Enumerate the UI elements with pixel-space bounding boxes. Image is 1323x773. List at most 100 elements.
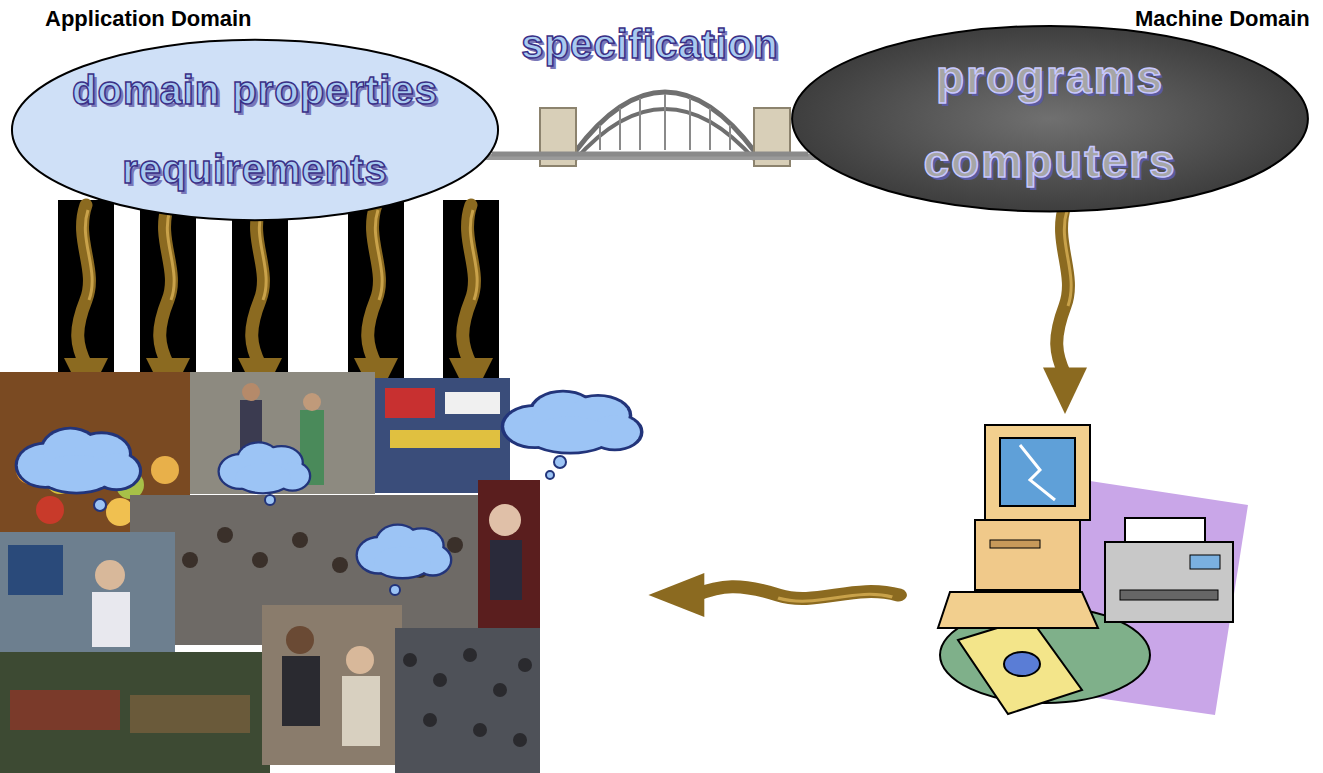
photo-collage <box>0 372 540 773</box>
thought-cloud <box>18 430 139 492</box>
computer-clipart <box>1120 590 1218 600</box>
photo-collage <box>262 605 402 765</box>
flow-arrow <box>1043 205 1087 414</box>
thought-cloud <box>546 471 554 479</box>
photo-collage <box>92 592 130 647</box>
photo-collage <box>0 652 270 773</box>
thought-cloud <box>220 444 309 493</box>
bridge <box>689 98 691 150</box>
computer-clipart <box>938 592 1098 628</box>
ellipse-text: domain properties <box>72 68 438 113</box>
computer-clipart <box>1105 542 1233 622</box>
thought-cloud <box>504 392 640 451</box>
bridge <box>600 94 730 150</box>
domain-ellipse: domain properties requirements <box>10 38 500 222</box>
photo-collage <box>513 733 527 747</box>
bridge <box>639 98 641 150</box>
photo-collage <box>403 648 532 747</box>
thought-cloud <box>18 430 139 492</box>
photo-collage <box>445 392 500 414</box>
photo-collage <box>332 557 348 573</box>
flow-arrow <box>648 573 898 617</box>
photo-collage <box>423 713 437 727</box>
thought-cloud <box>220 444 309 493</box>
photo-collage <box>490 540 522 600</box>
domain-heading: Machine Domain <box>1135 6 1310 32</box>
thought-cloud <box>265 495 275 505</box>
computer-clipart <box>975 520 1080 590</box>
bridge <box>470 154 840 160</box>
thought-cloud <box>220 444 309 493</box>
ellipse-outline <box>10 38 500 222</box>
photo-collage <box>346 646 374 674</box>
thought-cloud <box>358 526 450 577</box>
machine-ellipse: programs computers <box>790 24 1310 213</box>
photo-collage <box>493 683 507 697</box>
photo-collage <box>447 537 463 553</box>
photo-collage <box>463 648 477 662</box>
flow-arrow <box>648 205 1087 617</box>
thought-cloud <box>358 526 450 577</box>
photo-collage <box>403 653 417 667</box>
photo-collage <box>130 695 250 733</box>
thought-cloud <box>504 392 640 451</box>
photo-collage <box>217 527 233 543</box>
arrow-panels <box>449 205 493 402</box>
domain-heading: Application Domain <box>45 6 252 32</box>
computer-clipart <box>990 540 1040 548</box>
photo-collage <box>478 480 540 630</box>
photo-collage <box>0 532 175 657</box>
bridge <box>470 92 840 166</box>
computer-clipart <box>1004 652 1040 676</box>
bridge-connector <box>492 154 809 155</box>
photo-collage <box>95 560 125 590</box>
photo-collage <box>518 658 532 672</box>
photo-collage <box>489 504 521 536</box>
photo-collage <box>8 545 63 595</box>
photo-collage <box>242 383 260 401</box>
thought-cloud <box>18 430 139 492</box>
photo-collage <box>182 552 198 568</box>
bridge <box>575 92 755 152</box>
computer-clipart <box>1000 438 1075 506</box>
ellipse-text: computers <box>923 134 1176 188</box>
thought-cloud <box>94 499 106 511</box>
bridge <box>729 125 731 150</box>
bridge <box>619 108 621 150</box>
photo-collage <box>342 676 380 746</box>
ellipse-outline <box>792 26 1308 212</box>
thought-cloud <box>358 526 450 577</box>
thought-cloud <box>18 392 640 595</box>
photo-collage <box>473 723 487 737</box>
edge-label: specification <box>521 22 779 67</box>
photo-collage <box>433 673 447 687</box>
thought-cloud <box>554 456 566 468</box>
computer-clipart <box>958 618 1082 714</box>
thought-cloud <box>504 392 640 451</box>
thought-cloud <box>390 585 400 595</box>
photo-collage <box>190 372 375 494</box>
photo-collage <box>303 393 321 411</box>
ellipse-outline <box>12 40 498 220</box>
photo-collage <box>10 690 120 730</box>
photo-collage <box>390 430 500 448</box>
photo-collage <box>286 626 314 654</box>
photo-collage <box>292 532 308 548</box>
arrow-panels <box>443 200 499 405</box>
computer-clipart <box>1020 445 1055 500</box>
photo-collage <box>395 628 540 773</box>
computer-clipart <box>938 425 1248 715</box>
photo-collage <box>36 496 64 524</box>
ellipse-text: requirements <box>122 147 387 192</box>
bridge <box>664 94 666 150</box>
bridge-deck <box>492 152 809 157</box>
photo-collage <box>252 552 268 568</box>
computer-clipart <box>985 425 1090 520</box>
photo-collage <box>151 456 179 484</box>
bridge <box>709 108 711 150</box>
computer-clipart <box>1190 555 1220 569</box>
photo-collage <box>385 388 435 418</box>
ellipse-text: programs <box>936 50 1164 104</box>
photo-collage <box>282 656 320 726</box>
photo-collage <box>106 498 134 526</box>
